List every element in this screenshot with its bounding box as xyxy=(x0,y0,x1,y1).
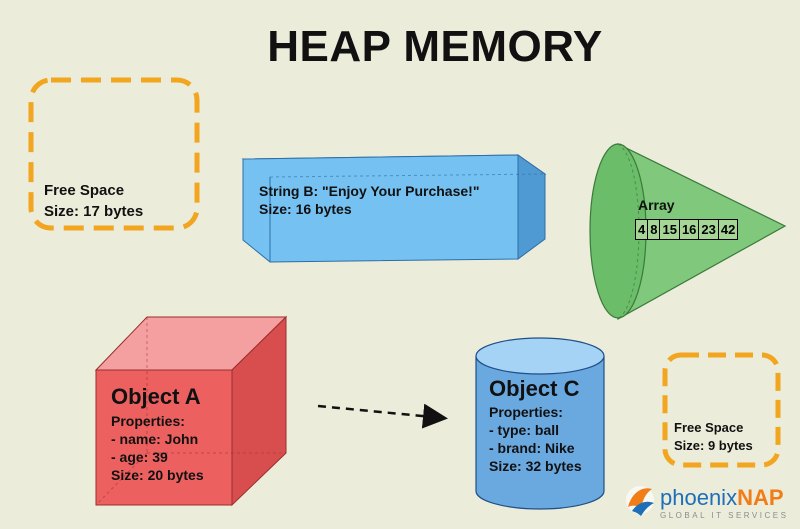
object-c-line: Size: 32 bytes xyxy=(489,458,582,474)
array-cell: 42 xyxy=(720,222,736,237)
logo-wordmark: phoenixNAP xyxy=(660,486,784,510)
free-space-box-2 xyxy=(662,352,781,468)
array-cell: 15 xyxy=(660,220,680,239)
string-b-label: String B: "Enjoy Your Purchase!" xyxy=(259,183,480,199)
array-cell: 16 xyxy=(680,220,700,239)
dashed-arrow-icon xyxy=(317,403,448,429)
object-a-cube xyxy=(94,315,288,507)
free-space-1-size: Size: 17 bytes xyxy=(44,203,144,220)
array-label: Array xyxy=(638,197,675,213)
object-a-name: Object A xyxy=(111,384,201,409)
object-c-name: Object C xyxy=(489,376,580,401)
logo-brand-b: NAP xyxy=(737,485,784,510)
array-values: 4 8 15 16 23 42 xyxy=(635,219,739,240)
free-space-1-label: Free Space xyxy=(44,182,125,199)
object-c-line: - brand: Nike xyxy=(489,440,575,456)
object-a-line: - age: 39 xyxy=(111,449,168,465)
free-space-box-1 xyxy=(28,77,200,231)
array-cell: 23 xyxy=(699,220,719,239)
page-title: HEAP MEMORY xyxy=(267,22,603,71)
phoenix-bird-icon xyxy=(626,486,654,516)
object-c-line: - type: ball xyxy=(489,422,560,438)
object-a-line: - name: John xyxy=(111,431,199,447)
string-b-prism xyxy=(241,154,547,263)
array-cell: 4 xyxy=(636,220,649,239)
object-a-line: Size: 20 bytes xyxy=(111,467,204,483)
free-space-2-size: Size: 9 bytes xyxy=(674,438,753,453)
object-c-cylinder xyxy=(475,337,605,510)
free-space-2-label: Free Space xyxy=(674,420,744,435)
logo-tagline: GLOBAL IT SERVICES xyxy=(660,511,789,520)
logo-brand-a: phoenix xyxy=(660,485,738,510)
object-c-line: Properties: xyxy=(489,404,563,420)
string-b-size: Size: 16 bytes xyxy=(259,201,352,217)
array-cell: 8 xyxy=(648,220,661,239)
object-a-line: Properties: xyxy=(111,413,185,429)
